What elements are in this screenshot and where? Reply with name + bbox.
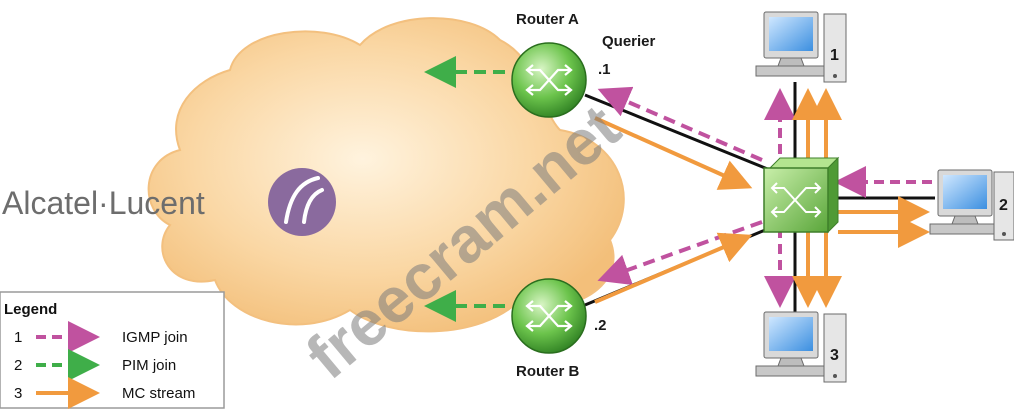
- router-b-name: Router B: [516, 363, 580, 380]
- host-1-label: 1: [830, 47, 839, 64]
- alcatel-lucent-logo: Alcatel·Lucent: [2, 168, 336, 236]
- legend-item-3-label: MC stream: [122, 385, 195, 402]
- legend-item-1-number: 1: [14, 329, 22, 346]
- switch: [763, 156, 840, 234]
- host-2: [929, 169, 1014, 241]
- router-a: [511, 42, 587, 118]
- host-3: [755, 311, 847, 383]
- mc-stream-arrows: [594, 88, 930, 308]
- switch-arrows-icon: [770, 182, 822, 218]
- brand-emblem-icon: [268, 168, 336, 236]
- host-2-label: 2: [999, 197, 1008, 214]
- router-a-arrows-icon: [525, 64, 573, 96]
- legend-item-1-label: IGMP join: [122, 329, 188, 346]
- legend: Legend 1 IGMP join 2 PIM join 3 MC strea…: [0, 291, 225, 409]
- router-a-role: Querier: [602, 33, 656, 50]
- legend-title: Legend: [4, 301, 57, 318]
- legend-item-2-label: PIM join: [122, 357, 176, 374]
- router-b-interface: .2: [594, 317, 607, 334]
- router-b-arrows-icon: [525, 300, 573, 332]
- router-a-name: Router A: [516, 11, 579, 28]
- legend-item-2-number: 2: [14, 357, 22, 374]
- host-3-label: 3: [830, 347, 839, 364]
- router-b: [511, 278, 587, 354]
- brand-name: Alcatel·Lucent: [2, 185, 205, 221]
- igmp-join-arrows: [597, 86, 932, 308]
- legend-item-3-number: 3: [14, 385, 22, 402]
- host-1: [755, 11, 847, 83]
- router-a-interface: .1: [598, 61, 611, 78]
- pim-join-arrows: [424, 56, 505, 322]
